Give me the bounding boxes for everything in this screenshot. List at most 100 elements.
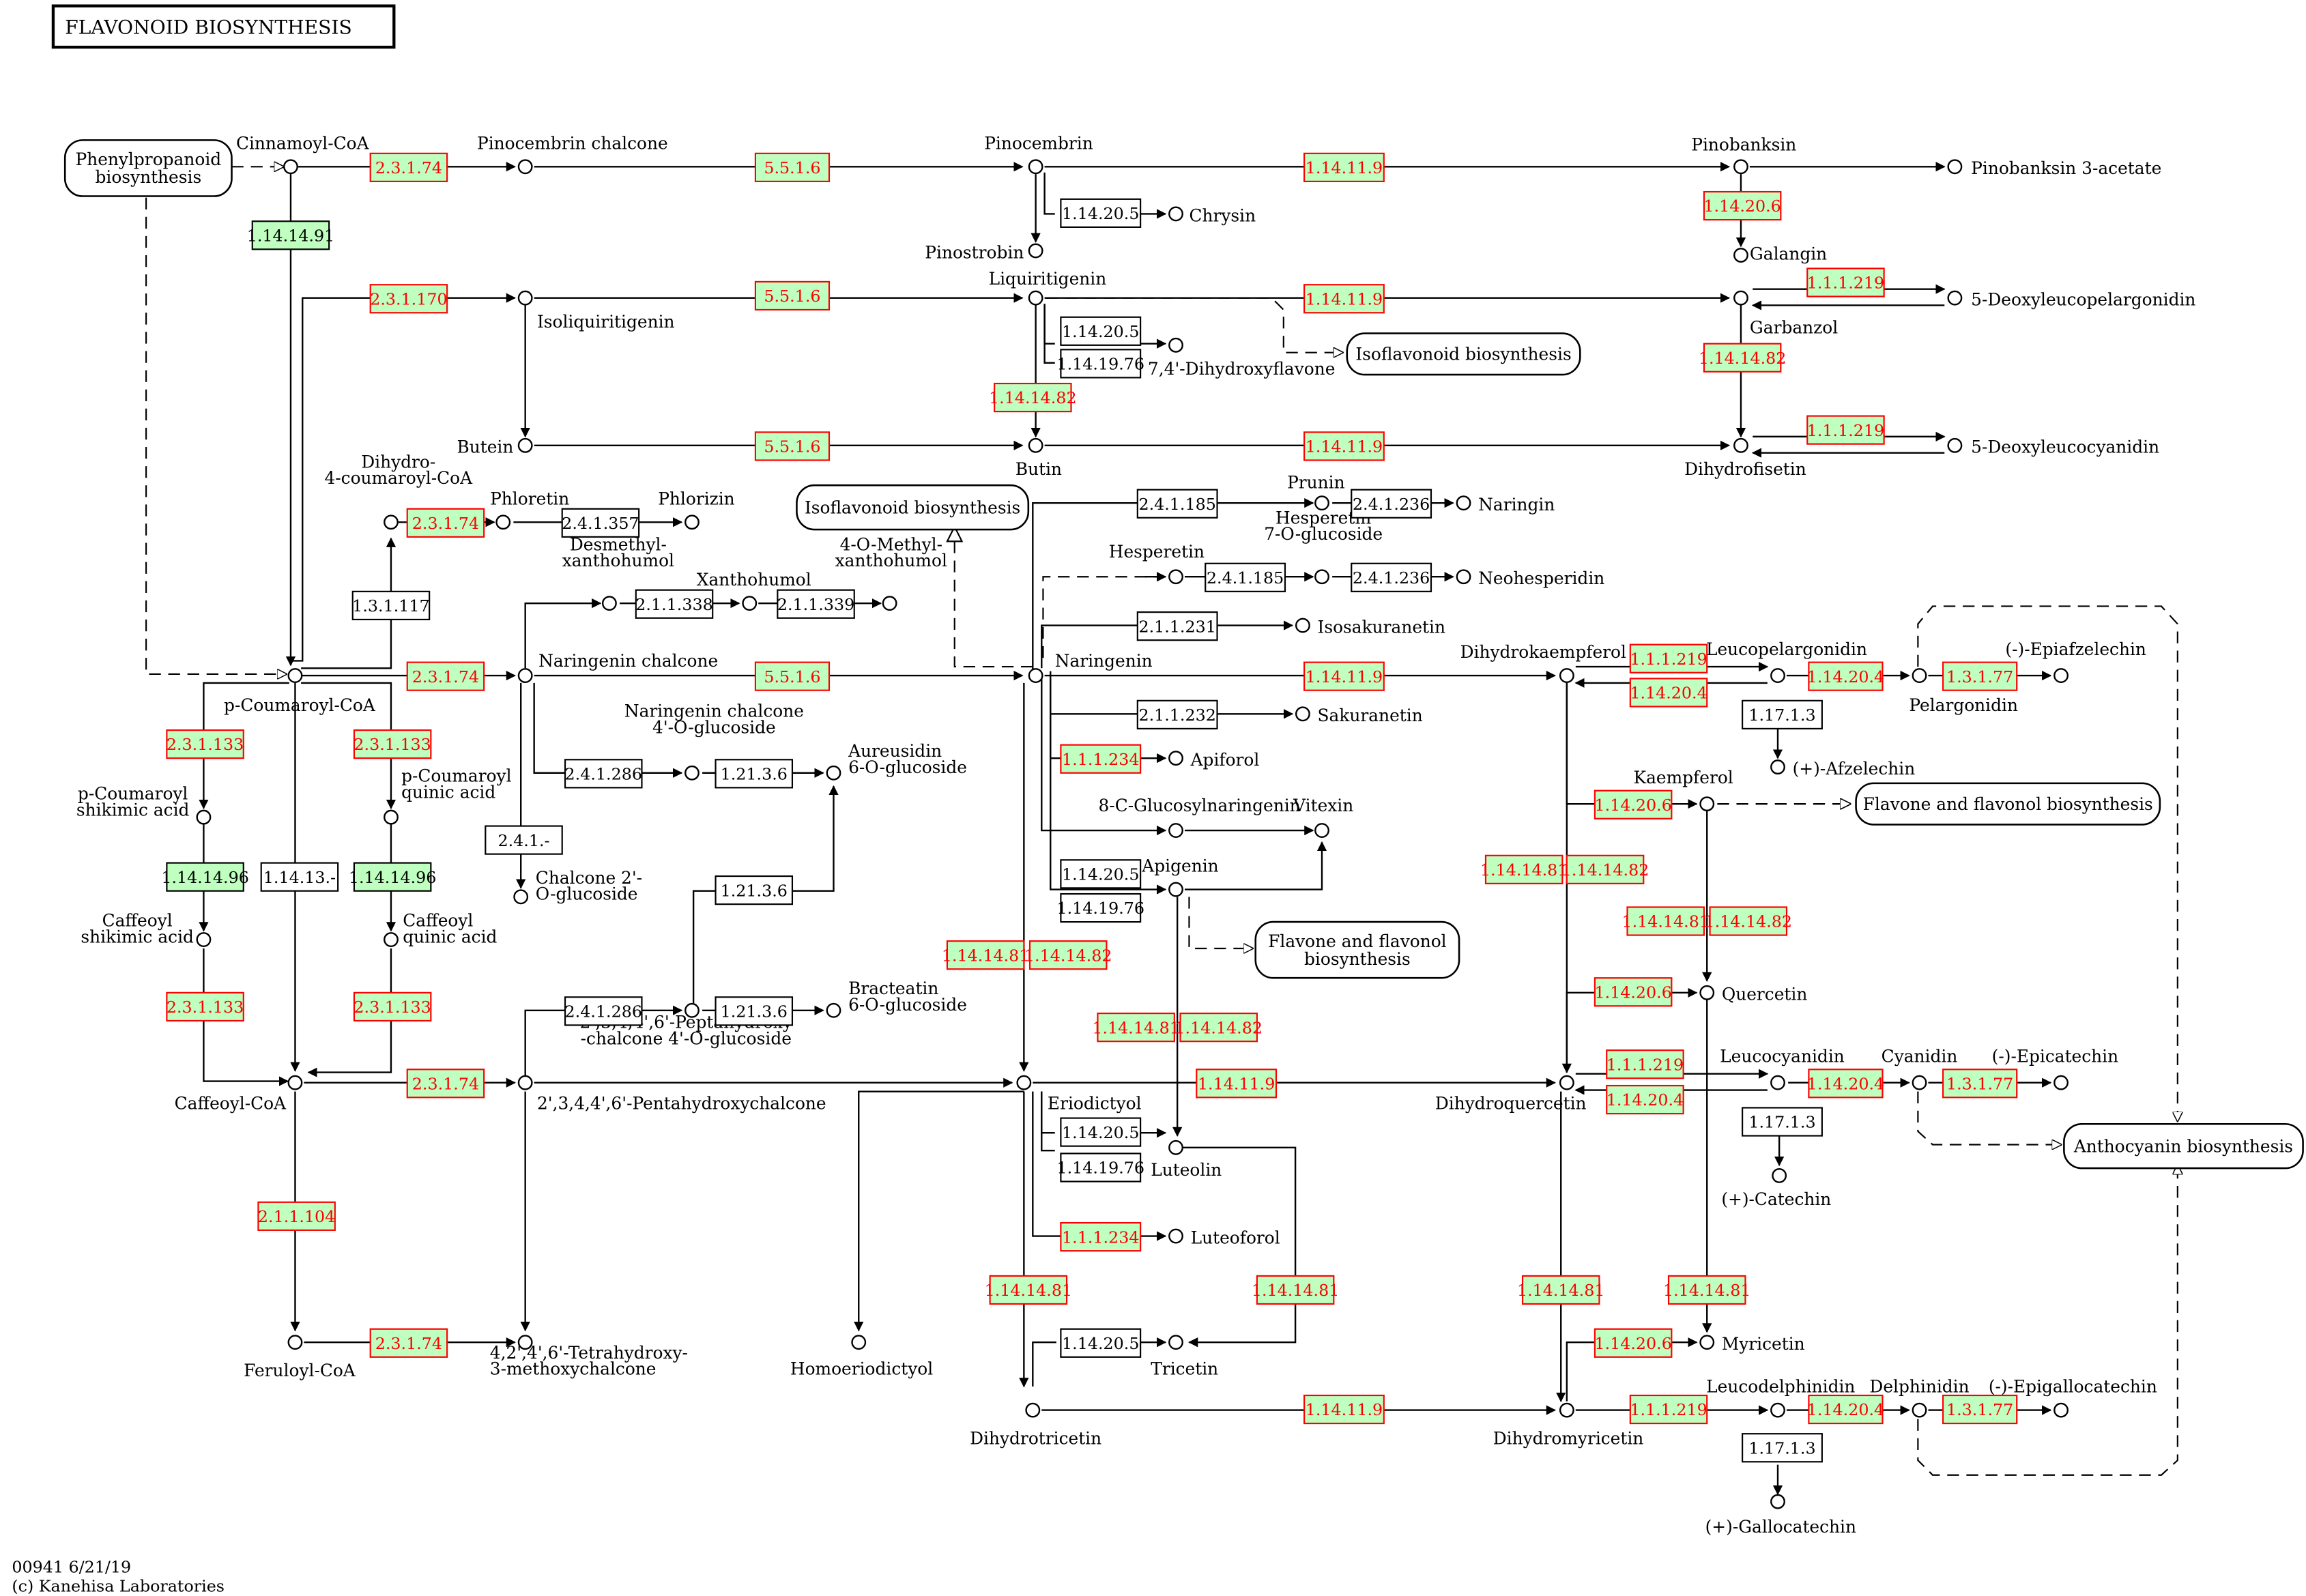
enzyme-box-e32[interactable]: 1.14.20.4: [1807, 661, 1884, 691]
compound-circle[interactable]: [196, 932, 212, 947]
compound-circle[interactable]: [1028, 668, 1043, 683]
compound-dihydrocoumaroyl[interactable]: Dihydro-4-coumaroyl-CoA: [324, 452, 473, 530]
enzyme-box-e81[interactable]: 1.14.11.9: [1303, 1394, 1385, 1425]
enzyme-box-e18[interactable]: 2.3.1.74: [406, 508, 485, 538]
enzyme-box-e15[interactable]: 5.5.1.6: [754, 431, 831, 461]
enzyme-box-e25[interactable]: 2.1.1.338: [635, 589, 714, 619]
enzyme-box-e61[interactable]: 1.14.14.81: [1092, 1013, 1180, 1043]
compound-circle[interactable]: [826, 765, 841, 781]
compound-circle[interactable]: [495, 514, 511, 530]
compound-circle[interactable]: [287, 1335, 303, 1350]
enzyme-box-e17[interactable]: 1.1.1.219: [1806, 415, 1885, 445]
map-node-isoflavonoid1[interactable]: Isoflavonoid biosynthesis: [1346, 332, 1581, 376]
compound-dihydrokaempferol[interactable]: Dihydrokaempferol: [1460, 642, 1626, 683]
enzyme-box-e5[interactable]: 1.14.20.6: [1703, 190, 1782, 221]
compound-circle[interactable]: [1456, 495, 1471, 511]
enzyme-box-e44[interactable]: 1.14.20.5: [1060, 859, 1142, 889]
compound-circle[interactable]: [384, 932, 399, 947]
compound-circle[interactable]: [1168, 1228, 1183, 1244]
compound-isoliquiritigenin[interactable]: Isoliquiritigenin: [517, 290, 675, 332]
enzyme-box-e30[interactable]: 1.14.11.9: [1303, 661, 1385, 691]
enzyme-box-e50[interactable]: 1.14.14.82: [1561, 854, 1649, 884]
compound-sakuranetin[interactable]: Sakuranetin: [1295, 706, 1423, 725]
enzyme-box-e37[interactable]: 2.3.1.133: [166, 729, 244, 759]
enzyme-box-e68[interactable]: 1.3.1.77: [1942, 1069, 2018, 1099]
compound-circle[interactable]: [1028, 437, 1043, 453]
enzyme-box-e45[interactable]: 1.14.19.76: [1057, 893, 1145, 923]
compound-chalcone2g[interactable]: Chalcone 2'-O-glucoside: [513, 868, 642, 905]
enzyme-box-e46[interactable]: 1.14.14.96: [161, 862, 249, 892]
enzyme-box-e33[interactable]: 1.14.20.4: [1629, 678, 1708, 708]
compound-luteolin[interactable]: Luteolin: [1151, 1140, 1222, 1180]
compound-dihydrofisetin[interactable]: Dihydrofisetin: [1684, 437, 1806, 479]
enzyme-box-e69[interactable]: 1.14.20.5: [1060, 1117, 1142, 1147]
compound-circle[interactable]: [513, 889, 529, 905]
compound-circle[interactable]: [1699, 796, 1715, 812]
enzyme-box-e39[interactable]: 2.4.1.286: [564, 759, 643, 789]
compound-circle[interactable]: [1770, 668, 1785, 683]
compound-circle[interactable]: [1912, 668, 1927, 683]
compound-quercetin[interactable]: Quercetin: [1699, 985, 1808, 1004]
compound-pentahydroxychalcone[interactable]: 2',3,4,4',6'-Pentahydroxychalcone: [517, 1075, 826, 1114]
enzyme-box-e31[interactable]: 1.1.1.219: [1629, 643, 1708, 673]
compound-phloretin[interactable]: Phloretin: [490, 489, 569, 530]
compound-delphinidin[interactable]: Delphinidin: [1869, 1377, 1970, 1418]
enzyme-box-e72[interactable]: 2.1.1.104: [257, 1201, 336, 1231]
compound-tricetin[interactable]: Tricetin: [1151, 1335, 1218, 1379]
compound-circle[interactable]: [2053, 1402, 2069, 1418]
compound-circle[interactable]: [1947, 290, 1963, 306]
enzyme-box-e73[interactable]: 1.1.1.234: [1060, 1221, 1142, 1252]
enzyme-box-e79[interactable]: 1.14.20.5: [1060, 1328, 1142, 1358]
compound-circle[interactable]: [1559, 668, 1574, 683]
enzyme-box-e34[interactable]: 1.3.1.77: [1942, 661, 2018, 691]
compound-circle[interactable]: [517, 159, 533, 175]
compound-leucopelargonidin[interactable]: Leucopelargonidin: [1706, 639, 1867, 683]
compound-circle[interactable]: [517, 290, 533, 306]
enzyme-box-e3[interactable]: 1.14.11.9: [1303, 152, 1385, 182]
compound-apiforol[interactable]: Apiforol: [1168, 750, 1259, 770]
compound-naringenin[interactable]: Naringenin: [1028, 651, 1153, 683]
enzyme-box-e84[interactable]: 1.3.1.77: [1942, 1394, 2018, 1425]
enzyme-box-e57[interactable]: 2.3.1.133: [353, 991, 432, 1022]
enzyme-box-e56[interactable]: 2.3.1.133: [166, 991, 244, 1022]
compound-pinostrobin[interactable]: Pinostrobin: [925, 242, 1043, 262]
enzyme-box-e58[interactable]: 1.14.20.6: [1594, 977, 1673, 1007]
compound-circle[interactable]: [1168, 823, 1183, 838]
compound-circle[interactable]: [684, 1002, 700, 1018]
enzyme-box-e76[interactable]: 1.14.14.81: [1517, 1275, 1605, 1305]
enzyme-box-e42[interactable]: 1.14.20.6: [1594, 789, 1673, 819]
compound-circle[interactable]: [1168, 751, 1183, 766]
compound-circle[interactable]: [517, 1075, 533, 1090]
compound-kaempferol[interactable]: Kaempferol: [1634, 768, 1733, 812]
enzyme-box-e9[interactable]: 1.14.11.9: [1303, 284, 1385, 314]
compound-myricetin[interactable]: Myricetin: [1699, 1334, 1805, 1354]
compound-circle[interactable]: [1699, 1335, 1715, 1350]
compound-catechin[interactable]: (+)-Catechin: [1721, 1167, 1831, 1209]
compound-circle[interactable]: [1028, 159, 1043, 175]
compound-garbanzol[interactable]: Garbanzol: [1733, 290, 1838, 338]
compound-circle[interactable]: [384, 809, 399, 825]
compound-circle[interactable]: [1456, 569, 1471, 585]
compound-circle[interactable]: [1912, 1402, 1927, 1418]
compound-circle[interactable]: [1559, 1402, 1574, 1418]
compound-circle[interactable]: [684, 765, 700, 781]
compound-circle[interactable]: [517, 668, 533, 683]
compound-deoxyleucocyanidin[interactable]: 5-Deoxyleucocyanidin: [1947, 437, 2159, 457]
compound-circle[interactable]: [196, 809, 212, 825]
compound-circle[interactable]: [1733, 159, 1748, 175]
compound-feruloylcoa[interactable]: Feruloyl-CoA: [244, 1335, 356, 1380]
enzyme-box-e16[interactable]: 1.14.11.9: [1303, 431, 1385, 461]
enzyme-box-e62[interactable]: 1.14.14.82: [1174, 1013, 1263, 1043]
compound-leucocyanidin[interactable]: Leucocyanidin: [1720, 1046, 1845, 1090]
compound-circle[interactable]: [1559, 1075, 1574, 1090]
compound-afzelechin[interactable]: (+)-Afzelechin: [1770, 759, 1915, 779]
compound-circle[interactable]: [601, 596, 617, 611]
compound-circle[interactable]: [1168, 569, 1183, 585]
compound-circle[interactable]: [1168, 337, 1183, 353]
compound-naringenin_chalcone[interactable]: Naringenin chalcone: [517, 651, 718, 683]
compound-isosakuranetin[interactable]: Isosakuranetin: [1295, 617, 1445, 637]
enzyme-box-e48[interactable]: 1.14.14.96: [349, 862, 437, 892]
compound-circle[interactable]: [1770, 1075, 1785, 1090]
compound-dihydroxyflavone[interactable]: 7,4'-Dihydroxyflavone: [1148, 337, 1336, 379]
